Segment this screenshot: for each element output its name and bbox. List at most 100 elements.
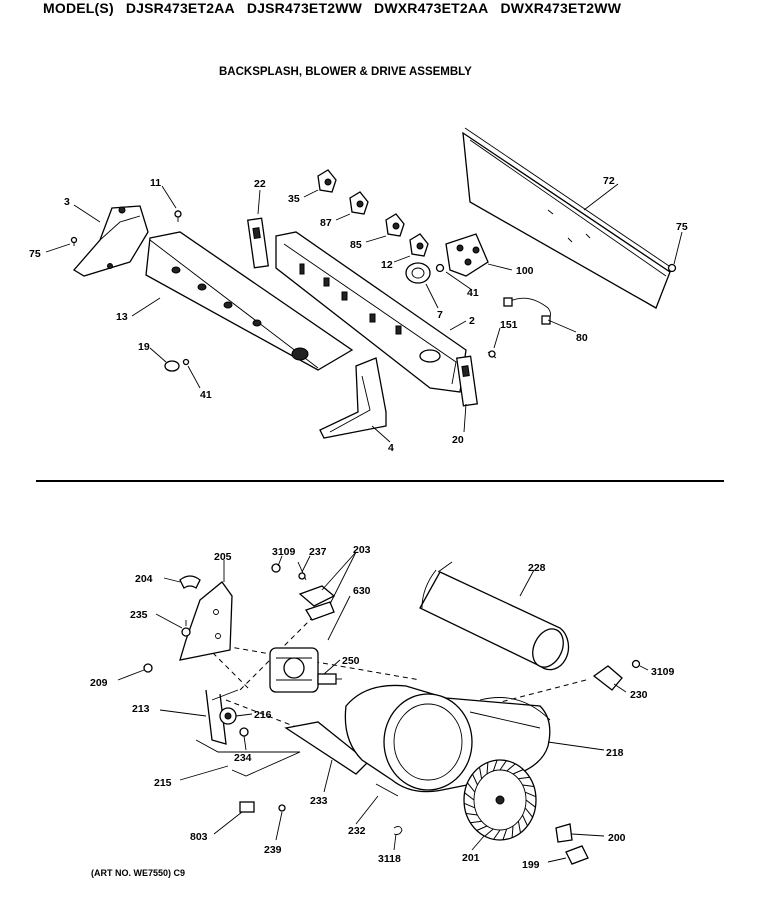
blower-blade xyxy=(511,825,514,838)
screw-75-left xyxy=(70,236,78,246)
switch-knob-87 xyxy=(349,191,369,215)
blower-blade xyxy=(479,767,483,779)
callout: 75 xyxy=(676,221,688,233)
nut-209 xyxy=(143,663,153,673)
diagram-title: BACKSPLASH, BLOWER & DRIVE ASSEMBLY xyxy=(219,66,472,78)
callout: 75 xyxy=(29,248,41,260)
callout: 100 xyxy=(516,265,534,277)
callout: 230 xyxy=(630,689,648,701)
callout: 203 xyxy=(353,544,371,556)
callouts-top: 11 22 35 87 85 12 7 41 100 72 75 3 75 13… xyxy=(29,175,688,454)
callout: 209 xyxy=(90,677,108,689)
screw-3109-right xyxy=(631,659,641,669)
blower-blade xyxy=(493,829,501,840)
switch-630 xyxy=(298,585,336,621)
blower-blade xyxy=(492,759,498,772)
callout: 228 xyxy=(528,562,546,574)
callout: 234 xyxy=(234,752,252,764)
blower-blade xyxy=(486,762,489,775)
exhaust-duct-cylinder xyxy=(419,561,570,671)
blower-blade xyxy=(472,773,478,786)
model-number: DJSR473ET2AA xyxy=(125,0,235,16)
motor-mount-bracket xyxy=(179,581,233,661)
blower-blade xyxy=(476,825,488,831)
blower-wheel xyxy=(463,759,537,841)
callout: 20 xyxy=(452,434,464,446)
callout: 803 xyxy=(190,831,208,843)
shaft-232 xyxy=(375,783,399,797)
callout: 3109 xyxy=(272,546,296,558)
switch-knob-12 xyxy=(409,233,429,257)
callout: 200 xyxy=(608,832,626,844)
callout: 218 xyxy=(606,747,624,759)
drive-motor xyxy=(269,647,342,693)
blower-blade xyxy=(512,769,524,775)
right-end-cap xyxy=(319,357,387,439)
callout: 250 xyxy=(342,655,360,667)
callout: 72 xyxy=(603,175,615,187)
idler-pulley xyxy=(219,707,237,725)
blower-blade xyxy=(499,760,507,771)
callout: 41 xyxy=(467,287,479,299)
switch-22 xyxy=(246,217,270,269)
switch-knob-35 xyxy=(317,169,337,193)
switch-knob-85 xyxy=(385,213,405,237)
blower-blade xyxy=(522,814,528,827)
callout: 204 xyxy=(135,573,153,585)
blower-blade xyxy=(522,784,534,787)
blower-blade xyxy=(506,763,516,772)
screw-151 xyxy=(487,350,497,359)
blower-blade xyxy=(524,807,533,818)
blower-blade xyxy=(467,782,476,793)
lamp-19 xyxy=(164,360,180,372)
callout: 235 xyxy=(130,609,148,621)
callout: 216 xyxy=(254,709,272,721)
callout: 215 xyxy=(154,777,172,789)
callouts-bottom: 205 3109 237 203 204 630 228 235 250 310… xyxy=(90,544,675,871)
callout: 22 xyxy=(254,178,266,190)
bracket-200 xyxy=(555,823,573,843)
backsplash-frame xyxy=(275,231,467,393)
blower-blade xyxy=(470,820,482,824)
callout: 239 xyxy=(264,844,282,856)
spring-215 xyxy=(195,739,301,777)
callout: 199 xyxy=(522,859,540,871)
blower-blade xyxy=(524,791,537,798)
nut-41-top xyxy=(435,263,445,273)
callout: 3118 xyxy=(378,853,401,865)
screw-235 xyxy=(181,620,191,637)
screw-239 xyxy=(278,804,286,812)
callout: 3109 xyxy=(651,666,675,678)
callout: 19 xyxy=(138,341,150,353)
callout: 87 xyxy=(320,217,332,229)
blower-blade xyxy=(525,799,536,808)
callout: 232 xyxy=(348,825,366,837)
callout: 41 xyxy=(200,389,212,401)
callout: 11 xyxy=(150,177,161,189)
clamp-204 xyxy=(179,575,201,589)
callout: 3 xyxy=(64,196,70,208)
screw-11 xyxy=(174,210,182,222)
section-divider xyxy=(36,480,724,482)
callout: 80 xyxy=(576,332,588,344)
model-prefix: MODEL(S) xyxy=(43,0,114,16)
blower-blade xyxy=(464,792,475,801)
model-number: DWXR473ET2AA xyxy=(374,0,489,16)
callout: 85 xyxy=(350,239,362,251)
callout: 630 xyxy=(353,585,371,597)
washer-234 xyxy=(239,727,249,737)
model-number: DWXR473ET2WW xyxy=(500,0,622,16)
blower-blade xyxy=(517,821,521,833)
timer xyxy=(445,233,489,277)
callout: 213 xyxy=(132,703,150,715)
blower-blade xyxy=(463,802,476,809)
callout: 237 xyxy=(309,546,327,558)
callout: 12 xyxy=(381,259,393,271)
control-knob xyxy=(405,262,431,284)
leader-lines-bottom xyxy=(117,551,649,863)
callout: 7 xyxy=(437,309,443,321)
control-panel-faceplate xyxy=(145,231,354,371)
art-number: (ART NO. WE7550) C9 xyxy=(91,868,186,878)
